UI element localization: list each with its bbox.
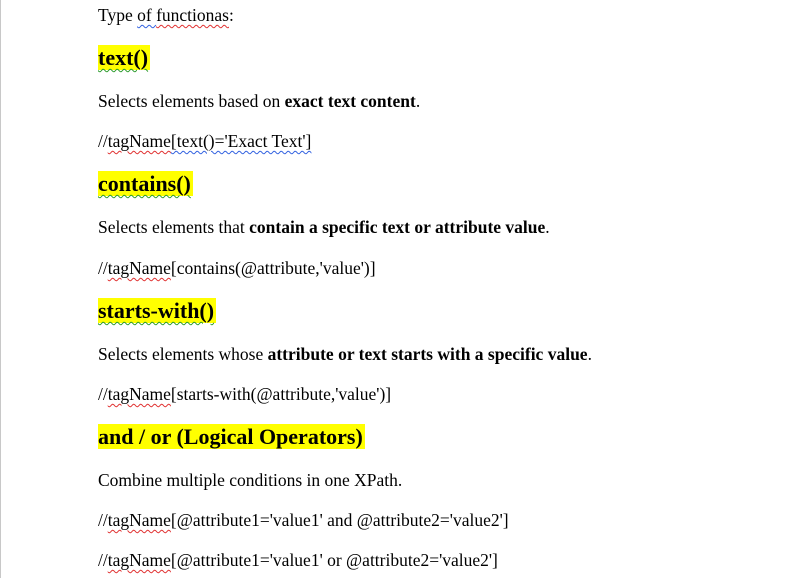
heading-logical-operators[interactable]: and / or (Logical Operators) (98, 423, 365, 451)
desc-bold: contain a specific text or attribute val… (249, 217, 546, 237)
desc-text-function[interactable]: Selects elements based on exact text con… (98, 90, 420, 112)
code-tagname: tagName (107, 384, 171, 404)
heading-highlight: contains() (98, 171, 193, 196)
code-tagname: tagName (107, 550, 171, 570)
desc-contains-function[interactable]: Selects elements that contain a specific… (98, 216, 550, 238)
code-text-function[interactable]: //tagName[text()='Exact Text'] (98, 130, 311, 152)
code-expression: [@attribute1='value1' and @attribute2='v… (170, 510, 509, 530)
code-slashes: // (98, 131, 108, 151)
heading-text: starts-with() (98, 298, 215, 323)
heading-text-function[interactable]: text() (98, 44, 151, 72)
desc-suffix: . (415, 91, 421, 111)
desc-text: Selects elements whose (98, 344, 268, 364)
desc-bold: exact text content (284, 91, 416, 111)
code-logical-and[interactable]: //tagName[@attribute1='value1' and @attr… (98, 509, 509, 531)
desc-bold: attribute or text starts with a specific… (267, 344, 588, 364)
page-left-border (0, 0, 1, 578)
intro-colon: : (228, 5, 234, 25)
code-tagname: tagName (107, 510, 171, 530)
desc-text: Selects elements that (98, 217, 250, 237)
code-slashes: // (98, 258, 108, 278)
heading-highlight: and / or (Logical Operators) (98, 424, 365, 449)
code-slashes: // (98, 510, 108, 530)
desc-logical-operators[interactable]: Combine multiple conditions in one XPath… (98, 469, 402, 491)
code-slashes: // (98, 550, 108, 570)
intro-line[interactable]: Type of functionas: (98, 4, 234, 26)
code-slashes: // (98, 384, 108, 404)
code-expression: [@attribute1='value1' or @attribute2='va… (170, 550, 498, 570)
desc-suffix: . (587, 344, 592, 364)
code-tagname: tagName (107, 131, 171, 151)
desc-text: Combine multiple conditions in one XPath… (98, 470, 403, 490)
code-expression: [starts-with(@attribute,'value')] (170, 384, 392, 404)
code-expression: [contains(@attribute,'value')] (170, 258, 376, 278)
heading-contains-function[interactable]: contains() (98, 170, 193, 198)
desc-text: Selects elements based on (98, 91, 285, 111)
code-expression: [text()='Exact Text'] (170, 131, 312, 151)
code-starts-with-function[interactable]: //tagName[starts-with(@attribute,'value'… (98, 383, 391, 405)
code-logical-or[interactable]: //tagName[@attribute1='value1' or @attri… (98, 549, 498, 571)
code-tagname: tagName (107, 258, 171, 278)
desc-starts-with-function[interactable]: Selects elements whose attribute or text… (98, 343, 592, 365)
heading-starts-with-function[interactable]: starts-with() (98, 297, 217, 325)
heading-highlight: text() (98, 45, 151, 70)
intro-of: of (137, 5, 157, 25)
code-contains-function[interactable]: //tagName[contains(@attribute,'value')] (98, 257, 376, 279)
intro-prefix: Type (98, 5, 138, 25)
heading-highlight: starts-with() (98, 298, 217, 323)
intro-misspelled-word: functionas (156, 5, 229, 25)
desc-suffix: . (545, 217, 550, 237)
